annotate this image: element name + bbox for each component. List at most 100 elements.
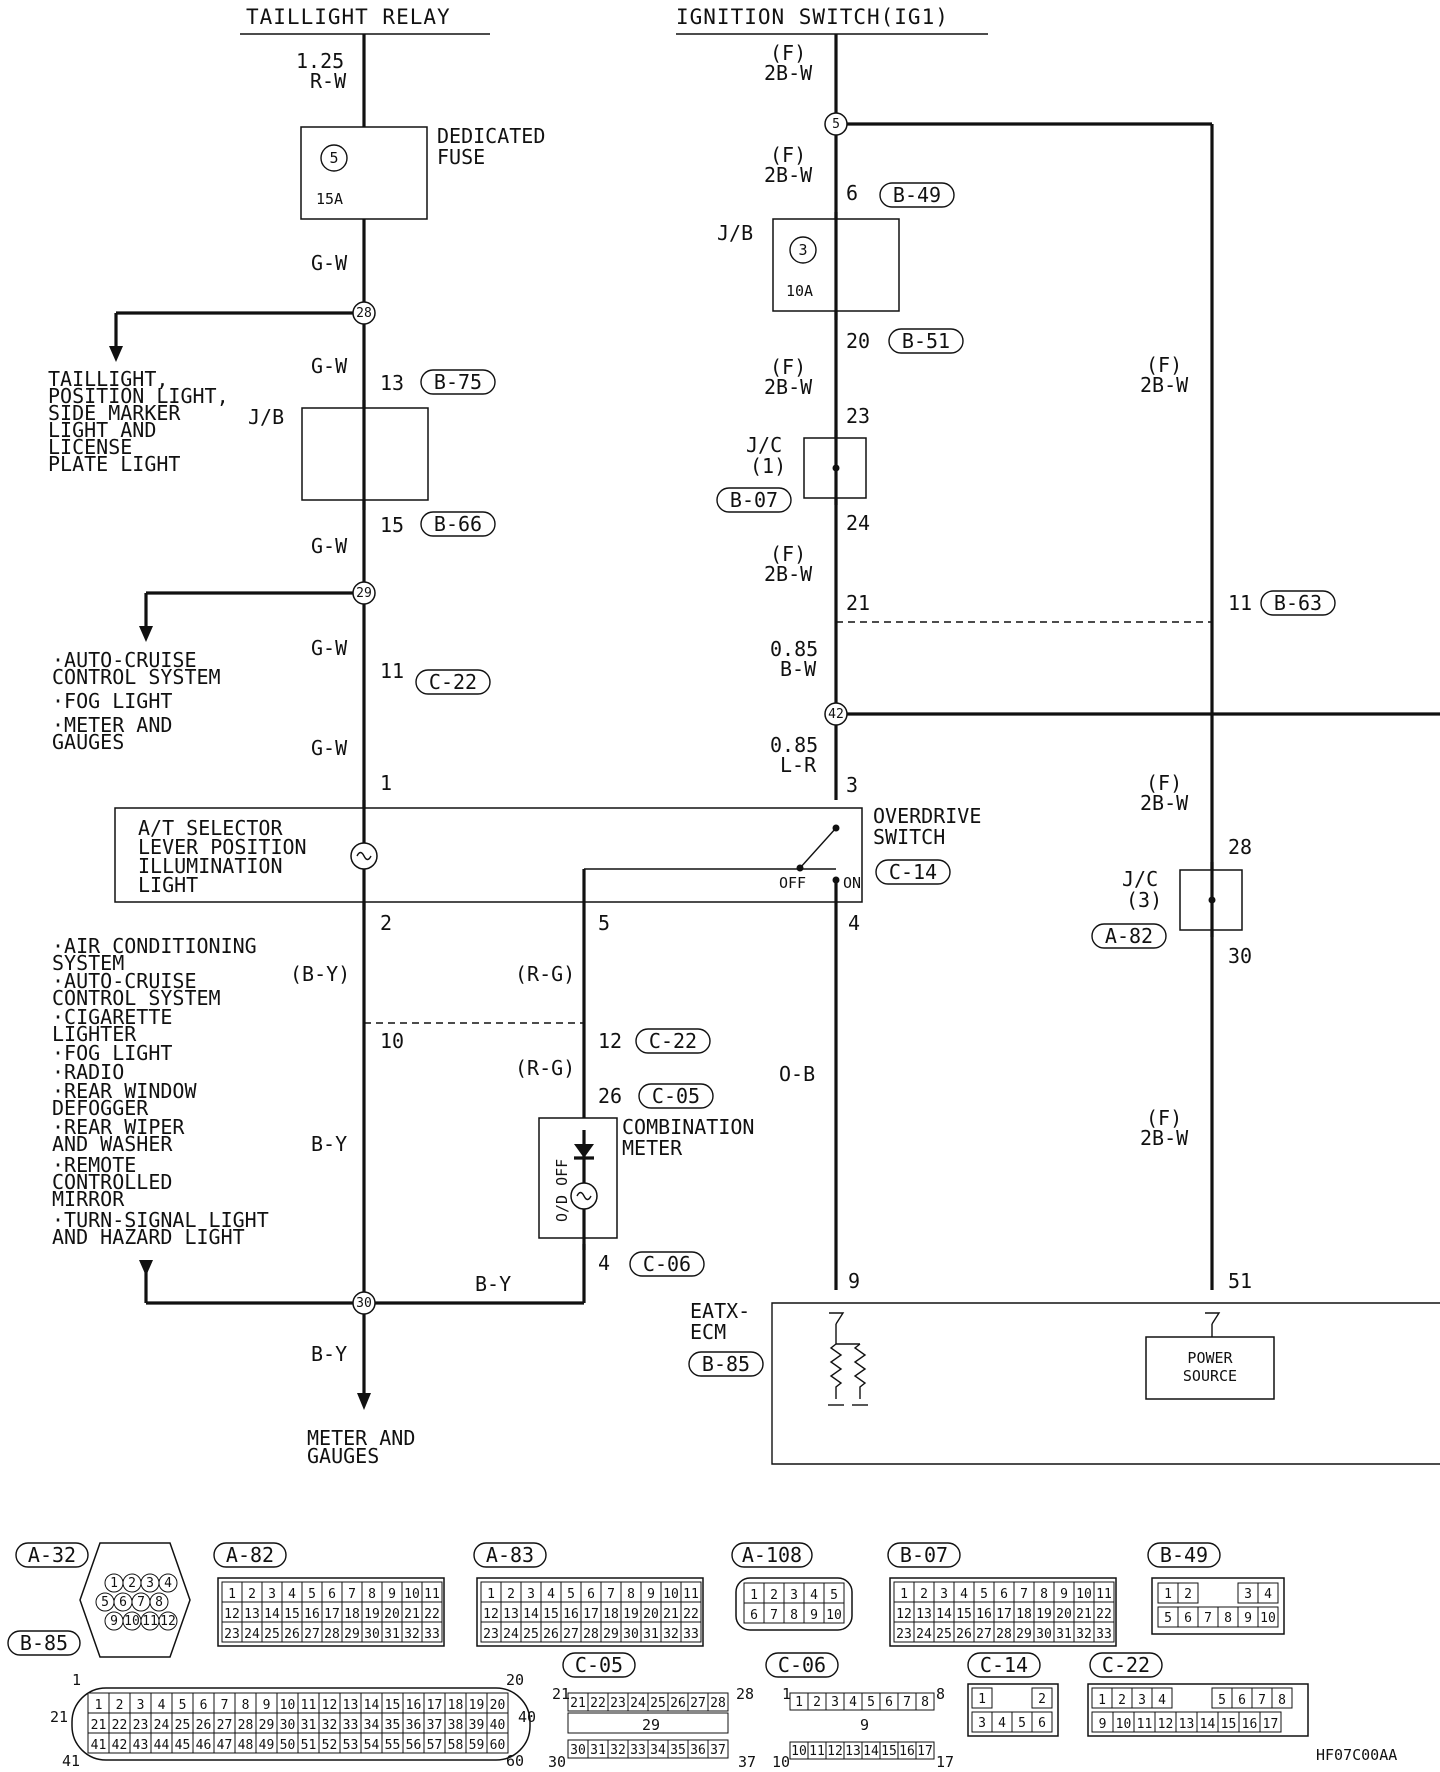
c05-n28: 28 <box>736 1685 754 1703</box>
od-switch-off: OFF <box>779 874 806 892</box>
connector-pin-number: 8 <box>627 1587 635 1602</box>
connector-pin-number: 23 <box>133 1718 149 1733</box>
pin-4-right: 4 <box>848 911 860 935</box>
connector-pin-number: 15 <box>543 1607 559 1622</box>
connector-pin-number: 2 <box>116 1698 124 1713</box>
connector-pin-number: 25 <box>936 1627 952 1642</box>
ecm-resistor-2 <box>853 1343 867 1399</box>
b85-n41: 41 <box>62 1752 80 1770</box>
wire-color-by-paren: (B-Y) <box>290 962 350 986</box>
connector-pin-number: 3 <box>137 1698 145 1713</box>
connector-pin-number: 24 <box>154 1718 170 1733</box>
connector-pin-number: 37 <box>710 1743 726 1758</box>
connector-pin-number: 16 <box>899 1744 915 1759</box>
connector-pin-number: 7 <box>221 1698 229 1713</box>
taillight-group-4: LIGHT AND <box>48 418 156 442</box>
connector-pin-number: 18 <box>1016 1607 1032 1622</box>
connector-pin-number: 5 <box>308 1587 316 1602</box>
taillight-group-6: PLATE LIGHT <box>48 452 180 476</box>
connector-tag-c05 <box>638 1083 714 1109</box>
connector-pin-number: 28 <box>996 1627 1012 1642</box>
pin-30: 30 <box>1228 944 1252 968</box>
connector-pin-number: 37 <box>427 1718 443 1733</box>
w2bw-5: 2B-W <box>1140 373 1189 397</box>
connector-pin-number: 48 <box>238 1738 254 1753</box>
connector-tag-b85 <box>688 1351 764 1377</box>
connector-pin-number: 27 <box>976 1627 992 1642</box>
connector-pin-number: 5 <box>867 1695 875 1710</box>
conn-a83: A-83 <box>486 1543 534 1567</box>
connector-pin-number: 58 <box>448 1738 464 1753</box>
connector-pin-number: 23 <box>896 1627 912 1642</box>
jc3-node <box>1208 896 1216 904</box>
connector-pin-number: 56 <box>406 1738 422 1753</box>
connector-a82: A-82 <box>1105 924 1153 948</box>
connector-pin-number: 26 <box>543 1627 559 1642</box>
connector-pin-number: 13 <box>1179 1717 1195 1732</box>
fuse-number: 5 <box>329 149 338 167</box>
connector-pin-number: 27 <box>563 1627 579 1642</box>
connector-pin-number: 39 <box>469 1718 485 1733</box>
connector-pin-number: 24 <box>503 1627 519 1642</box>
group3-17: AND HAZARD LIGHT <box>52 1225 245 1249</box>
connector-pin <box>707 1739 729 1759</box>
wire-color-by-1: B-Y <box>311 1132 347 1156</box>
splice-28 <box>352 301 376 325</box>
conn-c05: C-05 <box>575 1653 623 1677</box>
od-switch-off-contact <box>796 864 804 872</box>
connector-pin-number: 3 <box>268 1587 276 1602</box>
pin-12: 12 <box>598 1029 622 1053</box>
connector-pin-number: 28 <box>710 1696 726 1711</box>
connector-pin-number: 17 <box>917 1744 933 1759</box>
connector-pin-number: 52 <box>322 1738 338 1753</box>
connector-pin-number: 7 <box>770 1608 778 1623</box>
splice28-arrow <box>109 346 123 362</box>
group2-4: ·METER AND <box>52 713 172 737</box>
connector-pin <box>1031 1711 1053 1733</box>
connector-pin-number: 11 <box>1096 1587 1112 1602</box>
power-source-1: POWER <box>1187 1349 1233 1367</box>
group2-3: ·FOG LIGHT <box>52 689 172 713</box>
connector-pin-number: 5 <box>1018 1716 1026 1731</box>
connector-pin-number: 13 <box>244 1607 260 1622</box>
wire-color-gw-1: G-W <box>311 251 348 275</box>
splice-42-label: 42 <box>828 707 844 722</box>
wire-color-rg-1: (R-G) <box>515 962 575 986</box>
connector-pin-number: 14 <box>863 1744 879 1759</box>
wire-size-085-2: 0.85 <box>770 733 818 757</box>
w2bw-2: 2B-W <box>764 163 813 187</box>
c06-n10: 10 <box>772 1753 790 1771</box>
ecm-input-9-arrow <box>829 1312 845 1325</box>
connector-pin-number: 19 <box>364 1607 380 1622</box>
connector-pin-number: 16 <box>304 1607 320 1622</box>
group3-3: ·AUTO-CRUISE <box>52 969 197 993</box>
pin-20: 20 <box>846 329 870 353</box>
connector-pin-number: 8 <box>1278 1693 1286 1708</box>
group3-8: ·RADIO <box>52 1060 124 1084</box>
connector-pin-number: 1 <box>228 1587 236 1602</box>
connector-pin-number: 32 <box>404 1627 420 1642</box>
connector-pin-number: 7 <box>1258 1693 1266 1708</box>
connector-pin-number: 50 <box>280 1738 296 1753</box>
group3-14: CONTROLLED <box>52 1170 172 1194</box>
connector-b75: B-75 <box>434 370 482 394</box>
connector-pin-number: 6 <box>587 1587 595 1602</box>
connector-pin-number: 6 <box>885 1695 893 1710</box>
pin-9: 9 <box>848 1269 860 1293</box>
connector-pin-number: 22 <box>112 1718 128 1733</box>
conn-c06: C-06 <box>778 1653 826 1677</box>
connector-pin-number: 55 <box>385 1738 401 1753</box>
connector-pin-number: 15 <box>385 1698 401 1713</box>
connector-pin-number: 11 <box>424 1587 440 1602</box>
connector-pin-number: 10 <box>404 1587 420 1602</box>
connector-pin-number: 24 <box>630 1696 646 1711</box>
connector-pin-number: 30 <box>570 1743 586 1758</box>
od-off-lamp-filament <box>576 1191 592 1201</box>
conn-label-a32 <box>15 1542 89 1568</box>
connector-pin-number: 11 <box>809 1744 825 1759</box>
pin-13: 13 <box>380 371 404 395</box>
connector-pin-number: 10 <box>663 1587 679 1602</box>
jc-label-3: J/C <box>1122 867 1158 891</box>
